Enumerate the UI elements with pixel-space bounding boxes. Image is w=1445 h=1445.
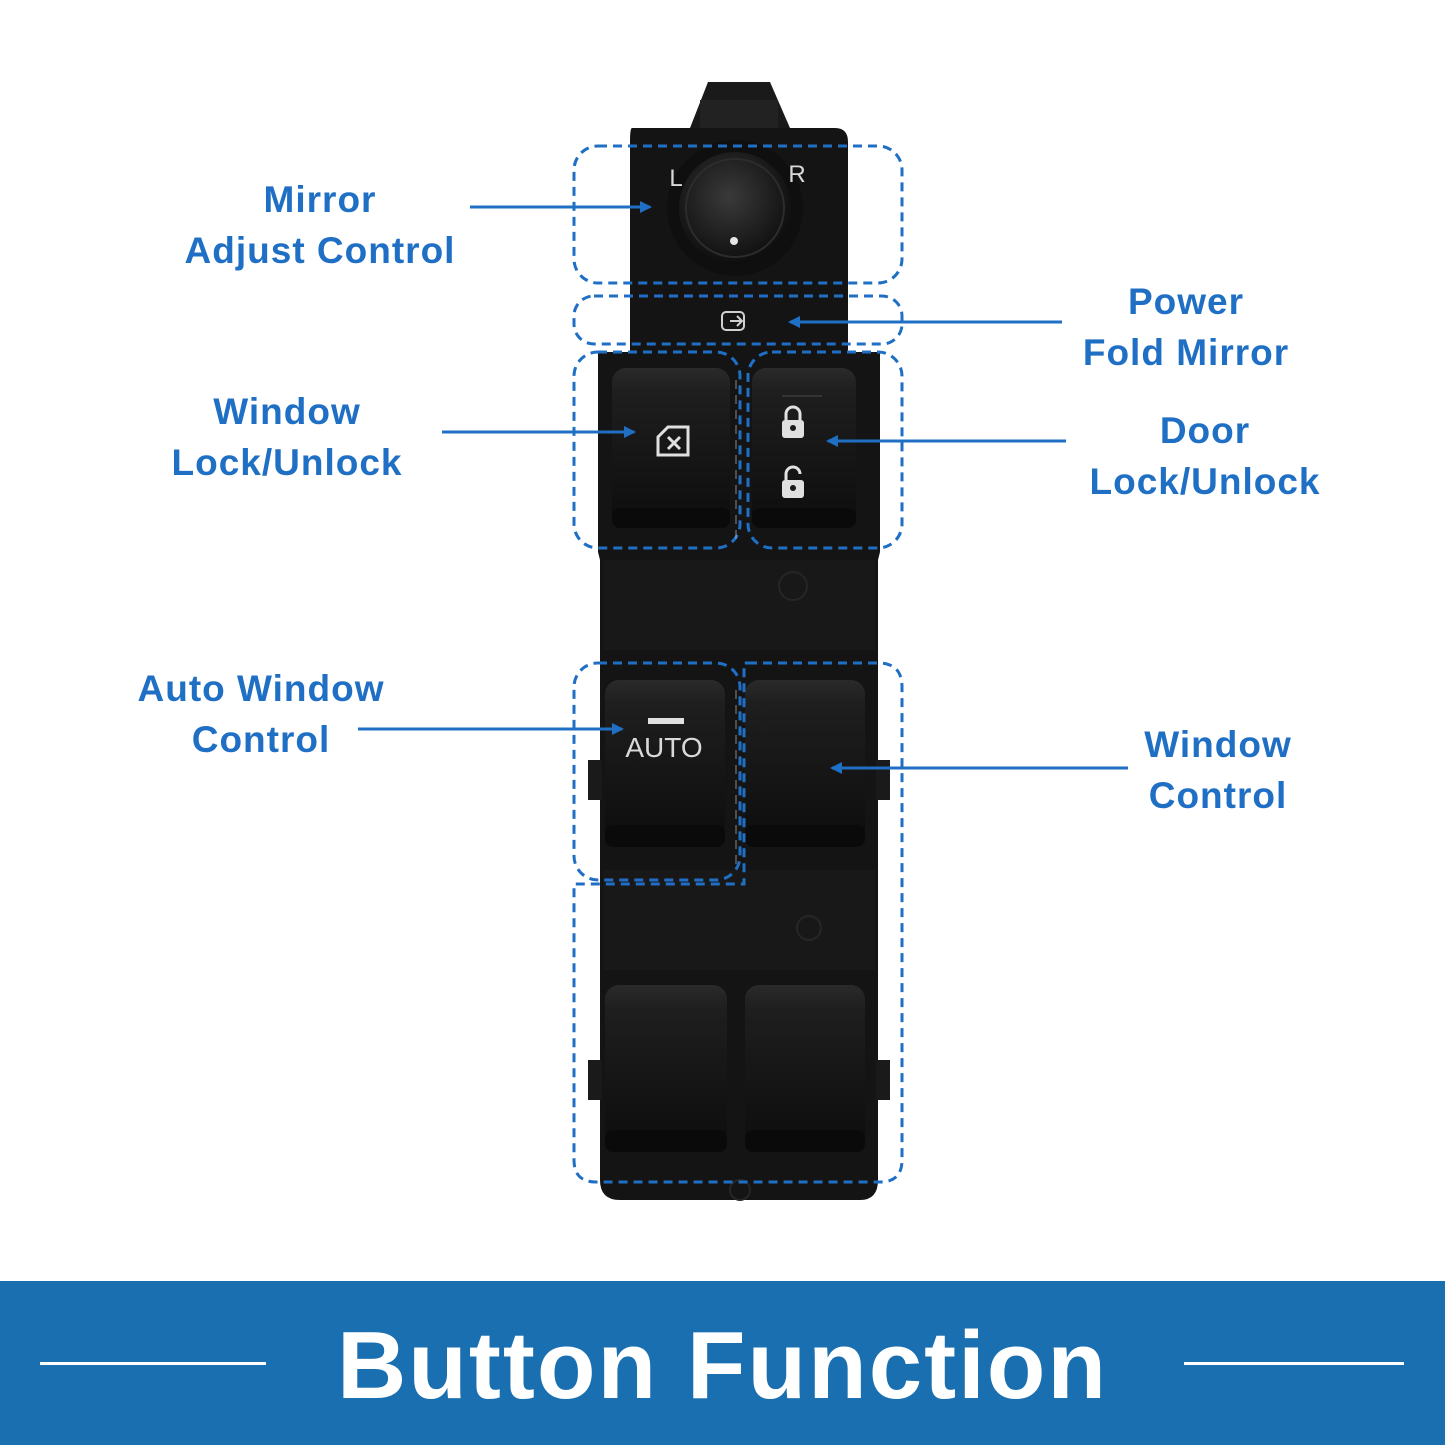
window-control-highlight	[572, 661, 904, 1184]
callout-line: Fold Mirror	[1082, 332, 1290, 373]
mirror-adjust-highlight	[572, 144, 904, 285]
callout-line: Window	[1144, 724, 1292, 765]
window-lock-callout: Window Lock/Unlock	[146, 386, 428, 488]
banner-rule-right	[1184, 1362, 1404, 1365]
callout-line: Adjust Control	[184, 230, 456, 271]
door-unlock-icon	[782, 465, 804, 498]
power-fold-highlight	[572, 294, 904, 346]
mirror-adjust-callout: Mirror Adjust Control	[160, 174, 480, 276]
knob-indicator-dot	[730, 237, 738, 245]
callout-line: Mirror	[263, 179, 377, 220]
window-lock-icon	[656, 425, 690, 457]
mirror-left-label: L	[669, 165, 682, 192]
callout-line: Control	[191, 719, 331, 760]
window-lock-highlight	[572, 350, 742, 550]
auto-window-highlight	[572, 661, 742, 882]
callout-line: Door	[1159, 410, 1251, 451]
window-control-key-front[interactable]	[745, 680, 865, 847]
callout-line: Window	[213, 391, 361, 432]
window-control-key-rear-right[interactable]	[745, 985, 865, 1152]
callout-line: Lock/Unlock	[1089, 461, 1321, 502]
door-lock-key[interactable]	[752, 368, 856, 528]
auto-window-key[interactable]	[605, 680, 725, 847]
mirror-right-label: R	[788, 161, 805, 188]
callout-line: Control	[1148, 775, 1288, 816]
mirror-adjust-knob[interactable]	[667, 140, 803, 276]
auto-indicator-bar	[648, 718, 684, 724]
window-control-callout: Window Control	[1116, 719, 1320, 821]
callout-line: Lock/Unlock	[171, 442, 403, 483]
auto-key-label: AUTO	[625, 732, 702, 763]
banner-title: Button Function	[336, 1312, 1109, 1419]
door-lock-icon	[782, 405, 804, 438]
callout-line: Auto Window	[137, 668, 385, 709]
window-control-key-rear-left[interactable]	[605, 985, 727, 1152]
door-lock-callout: Door Lock/Unlock	[1064, 405, 1346, 507]
auto-window-callout: Auto Window Control	[112, 663, 410, 765]
callout-line: Power	[1127, 281, 1245, 322]
door-lock-highlight	[746, 350, 904, 550]
power-fold-icon[interactable]	[721, 311, 745, 331]
switch-panel-diagram: L R AUTO	[358, 82, 1128, 1201]
banner-rule-left	[40, 1362, 266, 1365]
title-banner: Button Function	[0, 1281, 1445, 1445]
power-fold-callout: Power Fold Mirror	[1060, 276, 1312, 378]
